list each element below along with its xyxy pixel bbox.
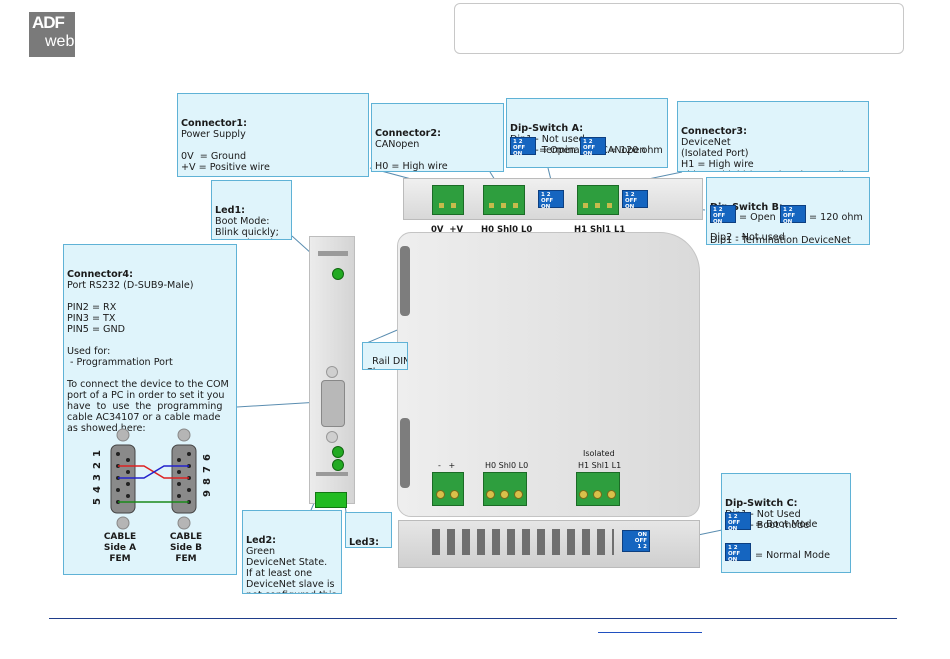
- canopen-terminal-bottom: [483, 472, 527, 506]
- devicenet-terminal-top: [577, 185, 619, 215]
- pin-3-label: 3: [91, 474, 103, 481]
- side-module-slot-top: [318, 251, 348, 256]
- pin-7-label: 7: [201, 466, 213, 473]
- pin-5-label: 5: [91, 498, 103, 505]
- power-terminal-bottom: [432, 472, 464, 506]
- pin-6-label: 6: [201, 454, 213, 461]
- connector4-description: Port RS232 (D-SUB9-Male) PIN2 = RX PIN3 …: [67, 280, 229, 434]
- power-terminal-top: [432, 185, 464, 215]
- device-housing: [397, 232, 700, 517]
- dip-c-normal-label: = Normal Mode: [755, 550, 830, 561]
- screw-icon: [607, 203, 612, 208]
- screw-bottom: [326, 431, 338, 443]
- label-power-bottom: - +: [438, 461, 456, 470]
- label-isolated: Isolated: [583, 449, 615, 458]
- led2-indicator: [332, 446, 344, 458]
- vent-slots: [432, 529, 614, 555]
- led1-description: Boot Mode: Blink quickly; Normal Mode: B…: [215, 216, 282, 239]
- dip-b-line2: Dip2 - Not used: [710, 232, 785, 243]
- screw-icon: [489, 203, 494, 208]
- housing-left-notch-top: [400, 246, 410, 316]
- label-canopen-bottom: H0 Shl0 L0: [485, 461, 529, 470]
- led1-callout: Led1:Boot Mode: Blink quickly; Normal Mo…: [211, 180, 292, 240]
- pin-2-label: 2: [91, 462, 103, 469]
- screw-icon: [514, 490, 523, 499]
- led2-description: Green DeviceNet State. If at least one D…: [246, 546, 336, 593]
- led3-indicator: [332, 459, 344, 471]
- screw-icon: [607, 490, 616, 499]
- screw-top: [326, 366, 338, 378]
- screw-icon: [579, 490, 588, 499]
- logo-text-web: web: [45, 33, 75, 50]
- dip-switch-a-callout: Dip-Switch A:Dip1 - Not used Dip2 - Term…: [506, 98, 668, 168]
- connector2-callout: Connector2:CANopen H0 = High wire Shl0 =…: [371, 103, 504, 172]
- label-devicenet-top: H1 Shl1 L1: [574, 225, 626, 235]
- devicenet-terminal-bottom: [576, 472, 620, 506]
- side-module-slot-bottom: [316, 472, 348, 476]
- db9-cable-diagram: [110, 428, 197, 530]
- housing-left-notch-bottom: [400, 418, 410, 488]
- dip-a-ohm-label: = 120 ohm: [609, 145, 663, 156]
- side-module-green-plug: [315, 492, 347, 508]
- pin-9-label: 9: [201, 490, 213, 497]
- dip-b-open-label: = Open: [739, 212, 776, 223]
- dip-a-open-label: = Open: [539, 145, 576, 156]
- screw-icon: [450, 490, 459, 499]
- canopen-terminal-top: [483, 185, 525, 215]
- dip-switch-b-callout: Dip-Switch B: Dip1 - Termination DeviceN…: [706, 177, 870, 245]
- pin-8-label: 8: [201, 478, 213, 485]
- label-power-top: 0V +V: [431, 225, 464, 235]
- pin-4-label: 4: [91, 486, 103, 493]
- footer-link[interactable]: [598, 632, 702, 633]
- connector3-description: DeviceNet (Isolated Port) H1 = High wire…: [681, 137, 845, 171]
- led3-callout: Led3:Green Not used: [345, 512, 392, 548]
- header-box: [454, 3, 904, 54]
- label-canopen-top: H0 Shl0 L0: [481, 225, 533, 235]
- screw-icon: [501, 203, 506, 208]
- label-devicenet-bottom: H1 Shl1 L1: [578, 461, 622, 470]
- connector2-description: CANopen H0 = High wire Shl0 = Shield (to…: [375, 139, 448, 172]
- screw-icon: [595, 203, 600, 208]
- dip-b-ohm-label: = 120 ohm: [809, 212, 863, 223]
- rail-din-description: Rail DIN Clamp: [366, 356, 407, 369]
- screw-icon: [513, 203, 518, 208]
- screw-icon: [486, 490, 495, 499]
- connector1-description: Power Supply 0V = Ground +V = Positive w…: [181, 129, 270, 173]
- logo-text-adf: ADF: [32, 13, 65, 32]
- db9-connector: [321, 380, 345, 427]
- led2-callout: Led2:Green DeviceNet State. If at least …: [242, 510, 342, 594]
- footer-line: [49, 618, 897, 619]
- screw-icon: [500, 490, 509, 499]
- connector1-callout: Connector1:Power Supply 0V = Ground +V =…: [177, 93, 369, 177]
- screw-icon: [451, 203, 456, 208]
- pin-1-label: 1: [91, 450, 103, 457]
- screw-icon: [439, 203, 444, 208]
- dip-b-line1: Dip1 - Termination DeviceNet: [710, 235, 851, 245]
- connector3-callout: Connector3:DeviceNet (Isolated Port) H1 …: [677, 101, 869, 172]
- screw-icon: [583, 203, 588, 208]
- screw-icon: [593, 490, 602, 499]
- rail-din-callout: Rail DIN Clamp: [362, 342, 408, 370]
- adfweb-logo: ADF web: [29, 12, 75, 57]
- screw-icon: [436, 490, 445, 499]
- dip-switch-c-callout: Dip-Switch C:Dip1 - Not Used Dip2 - Boot…: [721, 473, 851, 573]
- led1-indicator: [332, 268, 344, 280]
- connector4-callout: Connector4:Port RS232 (D-SUB9-Male) PIN2…: [63, 244, 237, 575]
- dip-c-boot-label: = Boot Mode: [755, 519, 818, 530]
